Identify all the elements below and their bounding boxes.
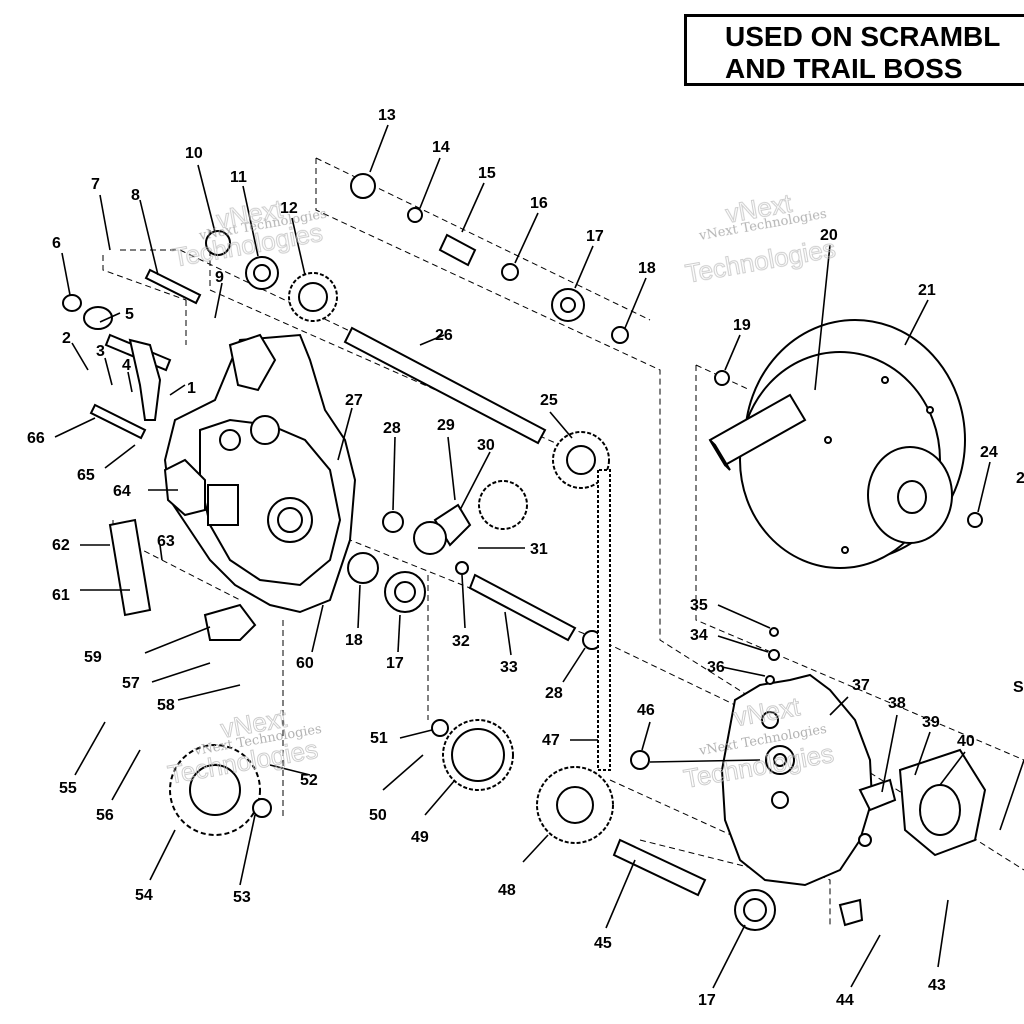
callout-5: 5 — [125, 306, 134, 323]
gearcase-housing — [163, 333, 357, 614]
callout-11: 11 — [230, 169, 247, 186]
callout-26: 26 — [435, 327, 453, 344]
callout-17-bottom: 17 — [698, 992, 716, 1009]
callout-59: 59 — [84, 649, 102, 666]
callout-64: 64 — [113, 483, 131, 500]
callout-51: 51 — [370, 730, 388, 747]
callout-40: 40 — [957, 733, 975, 750]
callout-s-edge: S — [1013, 679, 1024, 696]
callout-31: 31 — [530, 541, 548, 558]
callout-34: 34 — [690, 627, 708, 644]
drive-chain — [597, 469, 611, 771]
callout-19: 19 — [733, 317, 751, 334]
callout-63: 63 — [157, 533, 175, 550]
callout-36: 36 — [707, 659, 725, 676]
callout-47: 47 — [542, 732, 560, 749]
callout-66: 66 — [27, 430, 45, 447]
callout-52: 52 — [300, 772, 318, 789]
callout-60: 60 — [296, 655, 314, 672]
callout-29: 29 — [437, 417, 455, 434]
callout-15: 15 — [478, 165, 496, 182]
callout-7: 7 — [91, 176, 100, 193]
callout-45: 45 — [594, 935, 612, 952]
callout-16: 16 — [530, 195, 548, 212]
callout-14: 14 — [432, 139, 450, 156]
callout-33: 33 — [500, 659, 518, 676]
callout-17: 17 — [586, 228, 604, 245]
callout-24: 24 — [980, 444, 998, 461]
callout-28-lower: 28 — [545, 685, 563, 702]
callout-65: 65 — [77, 467, 95, 484]
callout-37: 37 — [852, 677, 870, 694]
callout-25: 25 — [540, 392, 558, 409]
callout-54: 54 — [135, 887, 153, 904]
callout-55: 55 — [59, 780, 77, 797]
gears — [169, 272, 614, 844]
title-line-2: AND TRAIL BOSS — [725, 53, 963, 84]
leader-lines — [54, 124, 1024, 989]
right-gearcase — [720, 673, 874, 887]
callout-18: 18 — [638, 260, 656, 277]
callout-20: 20 — [820, 227, 838, 244]
callout-12: 12 — [280, 200, 298, 217]
callout-38: 38 — [888, 695, 906, 712]
callout-44: 44 — [836, 992, 854, 1009]
callout-62: 62 — [52, 537, 70, 554]
bearings-washers — [62, 173, 983, 931]
callout-53: 53 — [233, 889, 251, 906]
drive-clutch — [708, 319, 966, 569]
callout-8: 8 — [131, 187, 140, 204]
callout-10: 10 — [185, 145, 203, 162]
callout-21: 21 — [918, 282, 936, 299]
callout-4: 4 — [122, 357, 131, 374]
callout-56: 56 — [96, 807, 114, 824]
callout-46: 46 — [637, 702, 655, 719]
callout-50: 50 — [369, 807, 387, 824]
callout-18-lower: 18 — [345, 632, 363, 649]
callout-48: 48 — [498, 882, 516, 899]
callout-35: 35 — [690, 597, 708, 614]
callout-32: 32 — [452, 633, 470, 650]
callout-13: 13 — [378, 107, 396, 124]
callout-3: 3 — [96, 343, 105, 360]
title-box: USED ON SCRAMBL AND TRAIL BOSS — [684, 14, 1024, 86]
callout-1: 1 — [187, 380, 196, 397]
callout-49: 49 — [411, 829, 429, 846]
callout-2-edge: 2 — [1016, 470, 1024, 487]
callout-28: 28 — [383, 420, 401, 437]
callout-6: 6 — [52, 235, 61, 252]
callout-27: 27 — [345, 392, 363, 409]
title-line-1: USED ON SCRAMBL — [725, 21, 1001, 52]
callout-61: 61 — [52, 587, 70, 604]
callout-58: 58 — [157, 697, 175, 714]
small-parts — [108, 338, 987, 927]
callout-9: 9 — [215, 269, 224, 286]
callout-39: 39 — [922, 714, 940, 731]
callout-2: 2 — [62, 330, 71, 347]
callout-30: 30 — [477, 437, 495, 454]
callout-17-middle: 17 — [386, 655, 404, 672]
callout-43: 43 — [928, 977, 946, 994]
callout-57: 57 — [122, 675, 140, 692]
callout-labels: 1 2 3 4 5 6 7 8 9 10 11 12 13 14 15 16 1… — [27, 107, 1024, 1009]
